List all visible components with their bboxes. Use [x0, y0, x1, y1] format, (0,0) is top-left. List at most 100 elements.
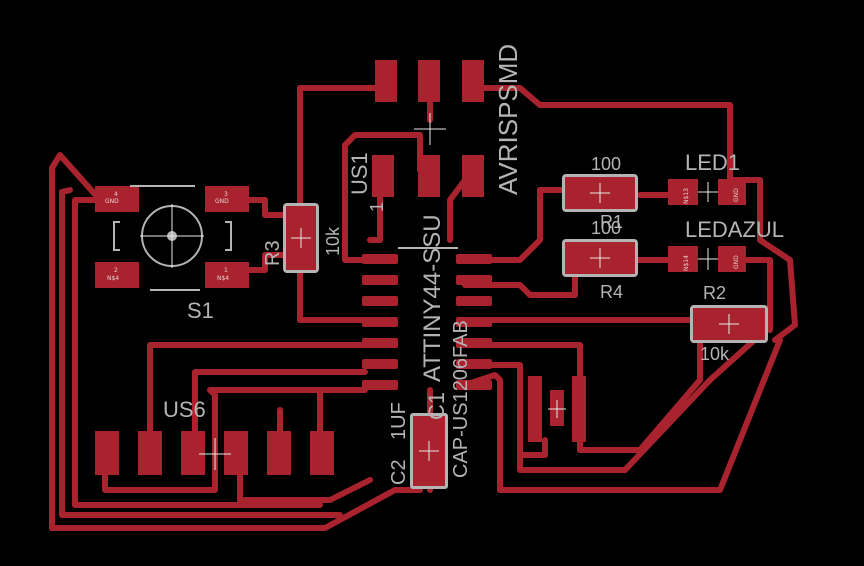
trace — [72, 197, 323, 508]
s1-switch — [95, 185, 249, 291]
r1-value: 100 — [591, 154, 621, 174]
isp-pad — [375, 60, 397, 102]
us6-pad — [267, 431, 291, 475]
s1-pin1-num: 1 — [224, 267, 228, 274]
c2-capacitor — [410, 413, 448, 489]
r3-label: R3 — [262, 240, 284, 266]
isp-pad — [418, 155, 440, 197]
led1-pin2-label: GND — [733, 188, 740, 202]
chip-pad — [362, 254, 398, 264]
s1-pin3-label: GND — [215, 198, 229, 205]
silkscreen-labels: AVRISPSMD ATTINY44-SSU US1 1 R3 10k S1 U… — [163, 44, 784, 485]
avrispsmd-label: AVRISPSMD — [493, 44, 523, 195]
s1-pad — [95, 186, 139, 212]
led1-label: LED1 — [685, 150, 740, 175]
s1-pin2-num: 2 — [114, 267, 118, 274]
pad-labels: 4 GND 3 GND 2 N$4 1 N$4 N$13 GND N$14 GN… — [105, 188, 740, 282]
r2-value: 10k — [700, 344, 730, 364]
chip-pad — [456, 317, 492, 327]
chip-pad — [456, 275, 492, 285]
trace — [147, 342, 368, 453]
trace — [577, 337, 703, 453]
c2-label: C2 — [388, 459, 410, 485]
attiny44-pads — [362, 254, 492, 390]
trace — [192, 369, 368, 453]
isp-pad — [462, 60, 484, 102]
trace — [49, 487, 423, 531]
c1-fragment-label: C1 — [424, 392, 449, 420]
trace — [297, 85, 391, 218]
chip-pad — [362, 380, 398, 390]
r4-resistor — [562, 239, 638, 277]
us6-pad — [95, 431, 119, 475]
trace — [207, 387, 368, 458]
led1-pin1-label: N$13 — [683, 188, 690, 204]
chip-pad — [456, 380, 492, 390]
chip-pad — [362, 317, 398, 327]
us6-pad — [138, 431, 162, 475]
trace — [237, 197, 288, 218]
trace — [342, 132, 423, 263]
chip-pad — [362, 275, 398, 285]
trace — [462, 257, 578, 298]
chip-pad — [456, 296, 492, 306]
trace — [622, 332, 763, 473]
s1-label: S1 — [187, 298, 214, 323]
r3-value: 10k — [323, 226, 343, 256]
us6-origin-cross — [199, 438, 231, 470]
trace — [297, 259, 373, 323]
us6-pad — [181, 431, 205, 475]
led1 — [668, 179, 746, 205]
chip-pad — [456, 254, 492, 264]
trace — [462, 362, 628, 473]
trace — [472, 85, 733, 183]
s1-pin2-label: N$4 — [107, 275, 119, 282]
chip-pad — [456, 359, 492, 369]
r2-label: R2 — [703, 283, 726, 303]
chip-pad — [456, 338, 492, 348]
s1-pad — [205, 186, 249, 212]
trace — [727, 177, 798, 343]
r1-name: R1 — [600, 212, 623, 232]
isp-pad — [372, 155, 394, 197]
c1-capacitor — [528, 376, 586, 442]
s1-pin3-num: 3 — [224, 191, 228, 198]
trace — [59, 187, 343, 518]
r1-resistor — [562, 174, 638, 212]
us1-pin-label: 1 — [367, 202, 387, 212]
ledazul-pin1-label: N$14 — [683, 255, 690, 271]
trace — [462, 342, 583, 383]
cap-package-label: CAP-US1206FAB — [450, 320, 472, 478]
s1-pad — [95, 262, 139, 288]
trace — [462, 187, 573, 263]
us6-label: US6 — [163, 397, 206, 422]
s1-pin1-label: N$4 — [217, 275, 229, 282]
r4-name: R4 — [600, 282, 623, 302]
ledazul-label: LEDAZUL — [685, 217, 784, 242]
us1-label: US1 — [347, 152, 372, 195]
isp-pad — [418, 60, 440, 102]
isp-origin-cross — [414, 113, 446, 145]
c2-value: 1UF — [388, 402, 410, 440]
r4-value: 100 — [591, 218, 621, 238]
r2-resistor — [690, 305, 768, 343]
trace — [517, 437, 548, 458]
s1-pin4-label: GND — [105, 198, 119, 205]
r3-resistor — [283, 203, 319, 273]
chip-pad — [362, 338, 398, 348]
chip-pad — [362, 359, 398, 369]
us6-pad — [310, 431, 334, 475]
s1-pad — [205, 262, 249, 288]
ledazul-pin2-label: GND — [733, 255, 740, 269]
trace — [447, 177, 468, 243]
isp-pad — [462, 155, 484, 197]
chip-pad — [362, 296, 398, 306]
ledazul — [668, 246, 746, 272]
attiny-label: ATTINY44-SSU — [419, 214, 446, 382]
us6-connector — [95, 431, 334, 475]
s1-pin4-num: 4 — [114, 191, 118, 198]
us6-pad — [224, 431, 248, 475]
avrispsmd-header — [372, 60, 484, 197]
trace — [462, 337, 783, 493]
